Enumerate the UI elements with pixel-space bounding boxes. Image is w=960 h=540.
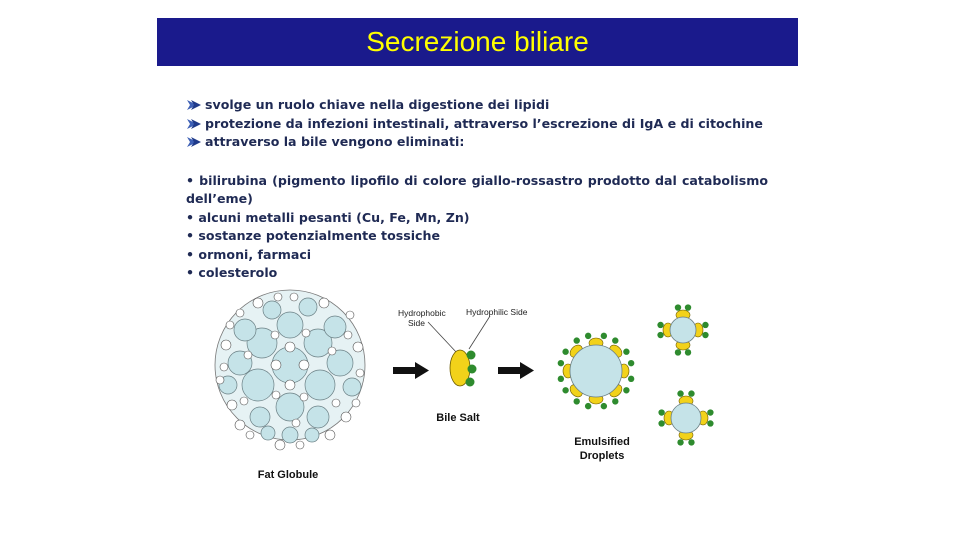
bile-salt-label: Bile Salt [436, 412, 480, 424]
arrow-bullet-text: svolge un ruolo chiave nella digestione … [205, 97, 550, 112]
arrow-bullet-item: svolge un ruolo chiave nella digestione … [186, 96, 768, 115]
fat-globule-droplets [215, 292, 365, 451]
emulsification-diagram: Fat Globule Hydrophobic Side Hydrophilic… [214, 289, 714, 481]
emulsified-droplet [658, 390, 714, 446]
arrow-bullet-icon [187, 118, 201, 129]
dot-bullet-item: • ormoni, farmaci [186, 246, 312, 262]
dot-bullet-continuation: dell’eme) [186, 191, 253, 206]
bile-salt-icon [427, 315, 491, 387]
process-arrow-icon [498, 362, 534, 379]
spacer [186, 152, 768, 172]
emulsified-droplet [657, 304, 709, 356]
dot-bullet-item: • bilirubina (pigmento lipofilo di color… [186, 172, 768, 188]
fat-globule [214, 289, 366, 451]
dot-bullet-item: • alcuni metalli pesanti (Cu, Fe, Mn, Zn… [186, 209, 470, 225]
bile-emulsification-figure: Fat Globule Hydrophobic Side Hydrophilic… [200, 285, 740, 490]
hydrophobic-side-label: Side [408, 318, 425, 328]
title-bar: Secrezione biliare [157, 18, 798, 66]
emulsified-droplets-label: Droplets [580, 450, 625, 462]
bullet-list: svolge un ruolo chiave nella digestione … [186, 96, 768, 283]
emulsified-droplets-label: Emulsified [574, 436, 630, 448]
arrow-bullet-icon [187, 137, 201, 148]
arrow-bullet-item: protezione da infezioni intestinali, att… [186, 115, 768, 134]
fat-globule-label: Fat Globule [258, 469, 319, 481]
emulsified-droplet [557, 332, 635, 410]
dot-bullet-item: • sostanze potenzialmente tossiche [186, 228, 441, 243]
arrow-bullet-icon [187, 100, 201, 111]
arrow-bullet-text: protezione da infezioni intestinali, att… [205, 115, 763, 131]
hydrophilic-side-label: Hydrophilic Side [466, 307, 528, 317]
process-arrow-icon [393, 362, 429, 379]
slide-title: Secrezione biliare [366, 26, 589, 57]
arrow-bullet-item: attraverso la bile vengono eliminati: [186, 133, 768, 152]
dot-bullet-item: • colesterolo [186, 265, 278, 280]
hydrophobic-side-label: Hydrophobic [398, 308, 446, 318]
arrow-bullet-text: attraverso la bile vengono eliminati: [205, 134, 465, 149]
